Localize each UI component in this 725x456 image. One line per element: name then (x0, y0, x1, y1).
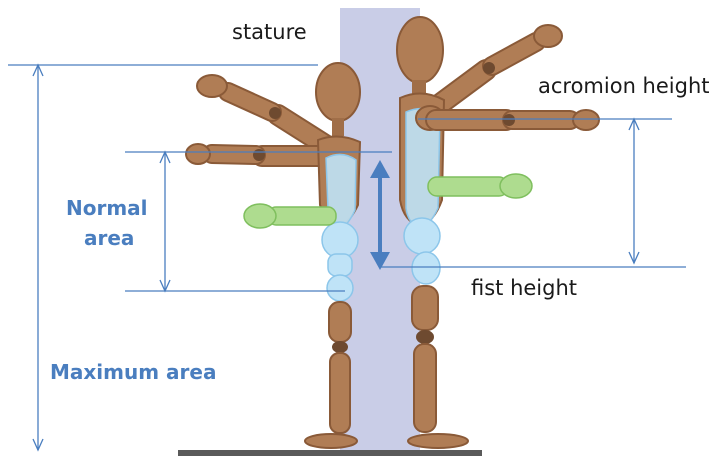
normal-area-label-line2: area (84, 228, 134, 248)
right-mannequin-forearm-green (428, 174, 532, 198)
left-mannequin-head (316, 63, 360, 121)
fist-height-label: fist height (471, 278, 577, 299)
stature-label: stature (232, 22, 307, 43)
left-mannequin-horizontal-arm (186, 144, 330, 164)
left-mannequin (186, 63, 360, 448)
maximum-area-label: Maximum area (50, 362, 216, 382)
floor (178, 450, 482, 456)
left-mannequin-forearm-green (244, 204, 336, 228)
right-mannequin-head (397, 17, 443, 83)
left-mannequin-raised-arm (197, 75, 330, 148)
normal-area-label-line1: Normal (66, 198, 148, 218)
right-mannequin-horizontal-arm (416, 106, 599, 130)
acromion-height-label: acromion height (538, 76, 710, 97)
